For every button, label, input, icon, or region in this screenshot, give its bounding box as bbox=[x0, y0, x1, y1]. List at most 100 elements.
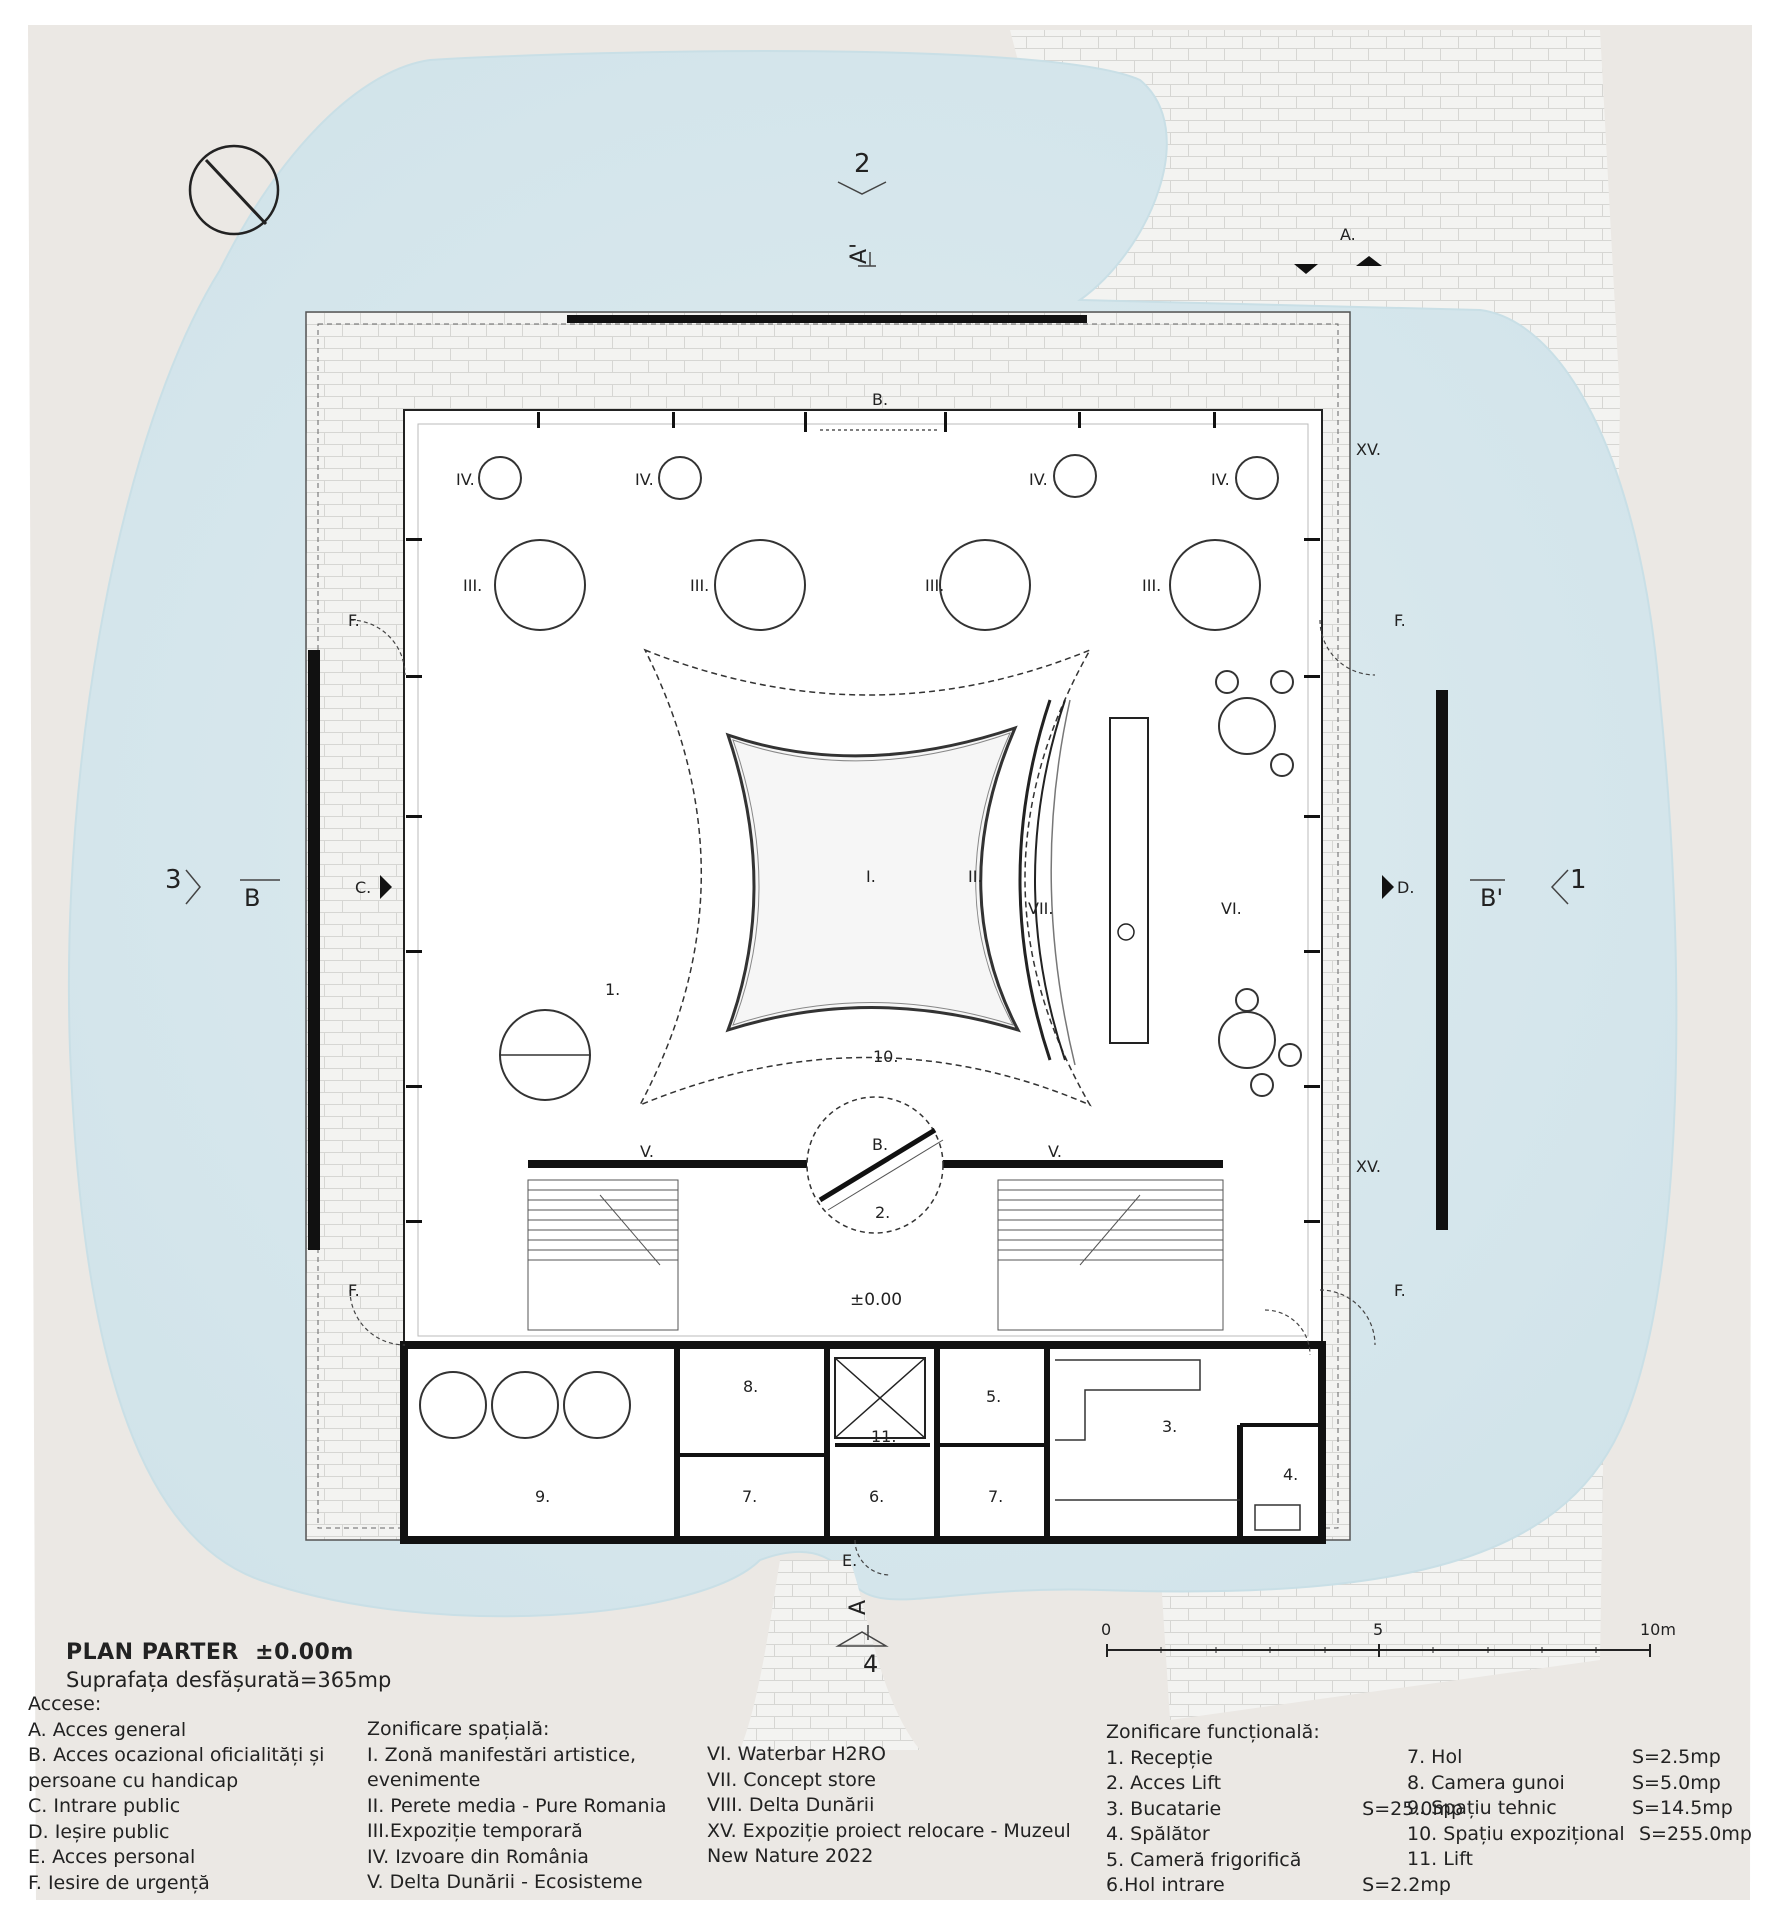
access-f-label-3: F. bbox=[348, 1281, 360, 1300]
legend-spatial-4: III.Expoziție temporară bbox=[367, 1820, 583, 1842]
zone-iii-1: III. bbox=[463, 576, 482, 595]
legend-functional: Zonificare funcțională: 1. Recepție 2. A… bbox=[1106, 1720, 1463, 1899]
bottom-path bbox=[740, 1560, 920, 1750]
legend-functional-name: 11. Lift bbox=[1407, 1848, 1473, 1870]
terrace-glazing bbox=[308, 315, 1448, 1250]
zone-iv-1: IV. bbox=[456, 470, 475, 489]
kitchen-counters bbox=[1055, 1359, 1301, 1531]
exhibit-iv bbox=[478, 454, 1279, 500]
legend-functional-title: Zonificare funcțională: bbox=[1106, 1721, 1320, 1743]
legend-functional-name: 9. Spațiu tehnic bbox=[1407, 1797, 1557, 1819]
zone-xv-1: XV. bbox=[1356, 440, 1381, 459]
scale-label-5: 5 bbox=[1373, 1620, 1383, 1639]
zone-vi: VI. bbox=[1221, 899, 1242, 918]
legend-functional-name: 1. Recepție bbox=[1106, 1746, 1213, 1769]
zone-iii-4: III. bbox=[1142, 576, 1161, 595]
section-a-label: A bbox=[846, 1600, 871, 1615]
room-9: 9. bbox=[535, 1487, 550, 1506]
stage-inner bbox=[725, 725, 1021, 1033]
zone-iii-3: III. bbox=[925, 576, 944, 595]
legend-access-title: Accese: bbox=[28, 1693, 102, 1715]
zone-v-1: V. bbox=[640, 1142, 654, 1161]
room-5: 5. bbox=[986, 1387, 1001, 1406]
legend-spatial-7: VI. Waterbar H2RO bbox=[707, 1743, 886, 1765]
legend-functional-name: 7. Hol bbox=[1407, 1746, 1463, 1768]
legend-access-b2: persoane cu handicap bbox=[28, 1769, 239, 1792]
access-d-label: D. bbox=[1397, 878, 1414, 897]
plan-title: PLAN PARTER ±0.00m bbox=[66, 1640, 354, 1665]
zone-xv-2: XV. bbox=[1356, 1157, 1381, 1176]
room-6: 6. bbox=[869, 1487, 884, 1506]
legend-functional-name: 4. Spălător bbox=[1106, 1823, 1210, 1845]
stairs bbox=[527, 1179, 1224, 1331]
bar-tables bbox=[1215, 670, 1302, 1097]
legend-functional-row-2: 2. Acces Lift bbox=[1106, 1771, 1463, 1797]
legend-functional-row-6: 6.Hol intrare S=2.2mp bbox=[1106, 1873, 1463, 1899]
room-8: 8. bbox=[743, 1377, 758, 1396]
legend-functional-name: 2. Acces Lift bbox=[1106, 1772, 1222, 1794]
plan-title-text: PLAN PARTER bbox=[66, 1640, 239, 1665]
scale-bar bbox=[1106, 1644, 1651, 1657]
legend-access-b: B. Acces ocazional oficialități și bbox=[28, 1744, 325, 1766]
access-b-top: B. bbox=[872, 390, 888, 409]
legend-spatial-title: Zonificare spațială: bbox=[367, 1718, 550, 1740]
plan-area: Suprafața desfășurată=365mp bbox=[66, 1668, 392, 1692]
room-7b: 7. bbox=[988, 1487, 1003, 1506]
access-f-label-2: F. bbox=[1394, 611, 1406, 630]
access-a-label: A. bbox=[1340, 225, 1356, 244]
legend-functional-row-11: 11. Lift bbox=[1407, 1847, 1752, 1873]
north-arrow-icon bbox=[188, 144, 280, 236]
access-arrows bbox=[380, 256, 1394, 899]
zone-i: I. bbox=[866, 867, 876, 886]
floor-level-mark: ±0.00 bbox=[850, 1290, 902, 1310]
legend-access-e: E. Acces personal bbox=[28, 1846, 196, 1868]
section-markers bbox=[185, 181, 1569, 1647]
section-4-label: 4 bbox=[863, 1650, 878, 1678]
legend-spatial: Zonificare spațială: I. Zonă manifestări… bbox=[367, 1717, 667, 1896]
section-b-prime-label: B' bbox=[1480, 884, 1503, 912]
legend-access-c: C. Intrare public bbox=[28, 1795, 181, 1817]
legend-spatial-9: VIII. Delta Dunării bbox=[707, 1794, 875, 1816]
legend-access: Accese: A. Acces general B. Acces ocazio… bbox=[28, 1692, 324, 1896]
zone-vii: VII. bbox=[1028, 899, 1053, 918]
legend-functional-area: S=5.0mp bbox=[1632, 1771, 1721, 1794]
room-2: 2. bbox=[875, 1203, 890, 1222]
legend-functional-name: 5. Cameră frigorifică bbox=[1106, 1848, 1302, 1871]
legend-functional-row-3: 3. Bucatarie S=25.0mp bbox=[1106, 1797, 1463, 1823]
access-c-label: C. bbox=[355, 878, 371, 897]
legend-spatial-5: IV. Izvoare din România bbox=[367, 1845, 589, 1868]
legend-spatial-cont: VI. Waterbar H2RO VII. Concept store VII… bbox=[707, 1742, 1071, 1870]
tanks bbox=[419, 1371, 631, 1439]
legend-functional-row-4: 4. Spălător bbox=[1106, 1822, 1463, 1848]
legend-functional-name: 3. Bucatarie bbox=[1106, 1797, 1222, 1820]
exhibit-iii bbox=[494, 539, 1261, 631]
zone-iv-2: IV. bbox=[635, 470, 654, 489]
zone-iv-3: IV. bbox=[1029, 470, 1048, 489]
stage-outer bbox=[638, 648, 1092, 1107]
legend-functional-name: 6.Hol intrare bbox=[1106, 1874, 1225, 1896]
bar-counter bbox=[1109, 717, 1149, 1044]
section-2-label: 2 bbox=[854, 149, 871, 179]
legend-functional-area: S=2.5mp bbox=[1632, 1746, 1721, 1768]
section-b-label: B bbox=[244, 884, 260, 912]
legend-functional-area: S=25.0mp bbox=[1362, 1797, 1464, 1820]
legend-spatial-10: XV. Expoziție proiect relocare - Muzeul bbox=[707, 1819, 1071, 1842]
legend-functional-row-7: 7. Hol S=2.5mp bbox=[1407, 1745, 1752, 1771]
legend-functional-area: S=2.2mp bbox=[1362, 1874, 1451, 1896]
room-11: 11. bbox=[871, 1427, 896, 1446]
section-a-prime-label: A' bbox=[847, 243, 872, 264]
legend-spatial-8: VII. Concept store bbox=[707, 1768, 876, 1791]
legend-functional-row-9: 9. Spațiu tehnic S=14.5mp bbox=[1407, 1796, 1752, 1822]
room-1: 1. bbox=[605, 980, 620, 999]
room-10: 10. bbox=[873, 1047, 898, 1066]
legend-spatial-3: II. Perete media - Pure Romania bbox=[367, 1794, 667, 1817]
media-wall bbox=[1018, 699, 1052, 1061]
legend-functional-area: S=14.5mp bbox=[1632, 1797, 1733, 1819]
legend-access-a: A. Acces general bbox=[28, 1718, 187, 1741]
room-7a: 7. bbox=[742, 1487, 757, 1506]
room-3: 3. bbox=[1162, 1417, 1177, 1436]
